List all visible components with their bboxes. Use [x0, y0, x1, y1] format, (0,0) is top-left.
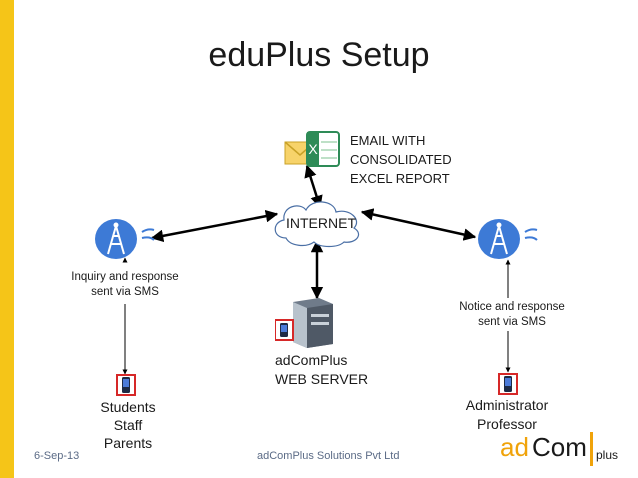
footer-date: 6-Sep-13 [34, 450, 80, 462]
user-parents: Parents [103, 435, 153, 451]
user-administrator: Administrator [465, 397, 549, 413]
right-note-line-2: sent via SMS [478, 316, 546, 328]
cloud-icon [274, 201, 359, 248]
right-sms-note: Notice and response sent via SMS [452, 300, 572, 330]
side-accent-bar [0, 0, 14, 478]
brand-part-ad: ad [500, 432, 529, 462]
left-note-line-2: sent via SMS [91, 286, 159, 298]
server-icon [275, 298, 333, 348]
right-note-line-1: Notice and response [459, 301, 565, 313]
server-label-line-2: WEB SERVER [275, 371, 369, 387]
email-label-line-3: EXCEL REPORT [350, 171, 450, 186]
left-note-line-1: Inquiry and response [71, 271, 179, 283]
left-sms-note: Inquiry and response sent via SMS [62, 270, 188, 300]
brand-part-plus: plus [596, 448, 619, 462]
brand-separator [590, 432, 593, 466]
user-students: Students [100, 399, 156, 415]
email-label-line-2: CONSOLIDATED [350, 152, 452, 167]
email-report-label: EMAIL WITH CONSOLIDATED EXCEL REPORT [350, 131, 452, 188]
edge-internet-right-tower [360, 208, 477, 241]
page-title: eduPlus Setup [208, 36, 430, 74]
svg-text:X: X [308, 141, 318, 157]
email-label-line-1: EMAIL WITH [350, 133, 426, 148]
left-user-list: Students Staff Parents [80, 398, 176, 452]
server-label: adComPlus WEB SERVER [275, 351, 368, 389]
right-user-list: Administrator Professor [452, 396, 562, 434]
user-staff: Staff [113, 417, 143, 433]
email-excel-icon: X [284, 131, 340, 167]
internet-label: INTERNET [286, 215, 356, 231]
tower-icon [478, 219, 538, 259]
footer-company: adComPlus Solutions Pvt Ltd [257, 450, 400, 462]
server-label-line-1: adComPlus [275, 352, 348, 368]
mobile-phone-icon [498, 373, 518, 395]
tower-icon [95, 219, 155, 259]
mobile-phone-icon [116, 374, 136, 396]
edge-left-tower-internet [150, 209, 279, 243]
edge-email-internet [304, 164, 323, 209]
brand-part-com: Com [532, 432, 587, 462]
user-professor: Professor [477, 416, 537, 432]
